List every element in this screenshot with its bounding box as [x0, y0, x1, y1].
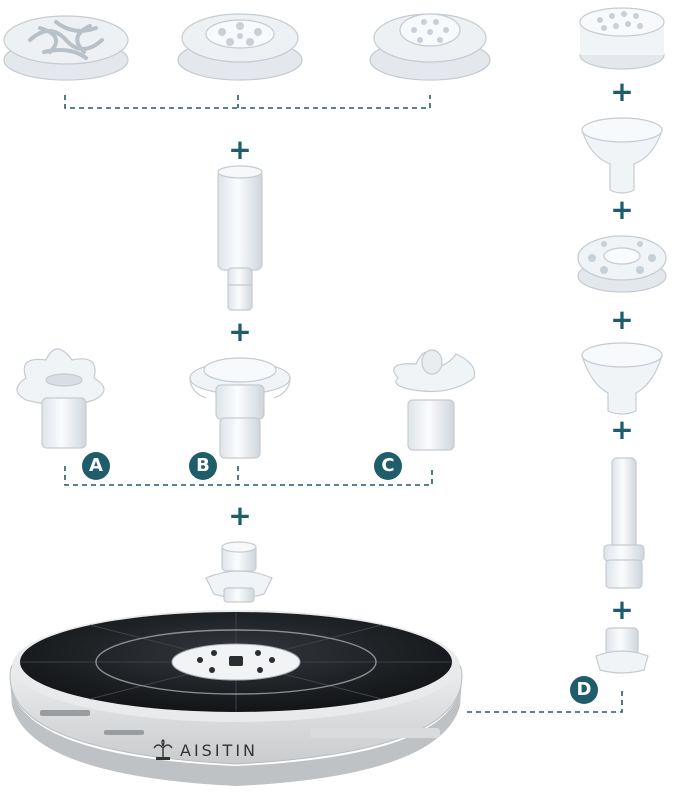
funnel-cup-upper [581, 117, 663, 194]
plus-icon: + [228, 315, 252, 348]
flower-nozzle [177, 13, 303, 81]
label-d-badge: D [570, 676, 598, 704]
adapter [205, 541, 273, 603]
nozzle-c [393, 349, 476, 451]
solar-fountain-base [9, 610, 463, 786]
plus-icon: + [610, 413, 634, 446]
funnel-cup-lower [581, 342, 663, 415]
fountain-logo-icon [153, 739, 173, 760]
plus-icon: + [610, 75, 634, 108]
label-c-badge: C [374, 452, 402, 480]
spray-head-part [579, 7, 665, 70]
plus-icon: + [610, 593, 634, 626]
cluster-nozzle [369, 13, 491, 81]
right-column-parts [577, 7, 667, 674]
plus-icon: + [228, 133, 252, 166]
brand-mark: AISITIN [152, 738, 258, 762]
swirl-nozzle [3, 15, 129, 81]
adapter-d [595, 627, 649, 674]
nozzle-a [16, 348, 105, 449]
plus-icon: + [610, 193, 634, 226]
long-tube [603, 457, 645, 589]
base-to-d-connector [467, 690, 623, 713]
plus-icon: + [610, 303, 634, 336]
nozzle-b [189, 357, 291, 459]
brand-name: AISITIN [180, 740, 258, 760]
connector-lines [64, 95, 623, 713]
abc-nozzles-connector [64, 466, 433, 486]
label-b-badge: B [189, 452, 217, 480]
plus-icon: + [228, 499, 252, 532]
label-a-badge: A [82, 452, 110, 480]
extension-tube [217, 165, 263, 311]
top-nozzles-connector [64, 95, 431, 109]
ring-nozzle [577, 235, 667, 293]
